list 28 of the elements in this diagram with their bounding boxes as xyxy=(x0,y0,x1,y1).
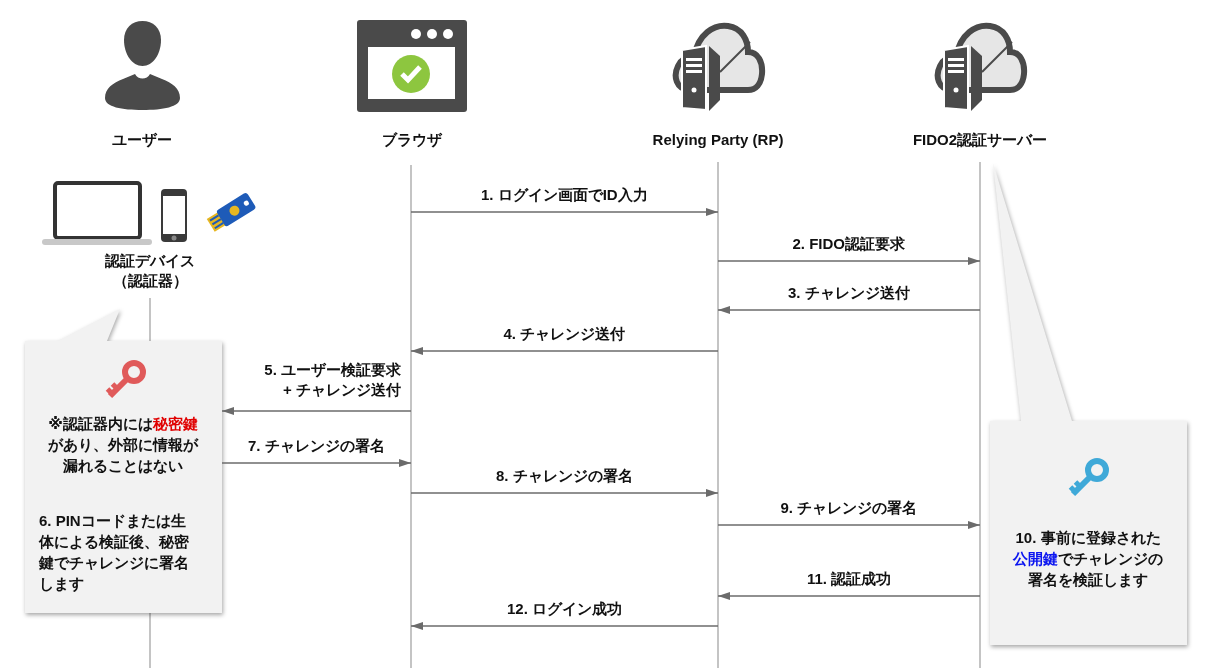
message-arrow xyxy=(717,592,981,600)
message-label: 9. チャレンジの署名 xyxy=(780,498,918,518)
message-arrow xyxy=(410,622,719,630)
message-arrow xyxy=(717,306,981,314)
message-label: 4. チャレンジ送付 xyxy=(503,324,626,344)
message-arrow xyxy=(717,521,981,529)
message-label: 2. FIDO認証要求 xyxy=(792,234,905,254)
callout-text: 6. PINコードまたは生体による検証後、秘密鍵でチャレンジに署名します xyxy=(39,511,190,594)
message-label: 3. チャレンジ送付 xyxy=(788,283,910,303)
message-arrow xyxy=(410,347,719,355)
callout-text: ※認証器内には秘密鍵があり、外部に情報が漏れることはない xyxy=(47,414,200,476)
message-arrow xyxy=(717,257,981,265)
message-label: 5. ユーザー検証要求 + チャレンジ送付 xyxy=(263,360,401,400)
participant-name: ユーザー xyxy=(111,130,173,150)
message-label: 1. ログイン画面でID入力 xyxy=(481,185,648,205)
message-arrow xyxy=(410,489,719,497)
device-label: 認証デバイス（認証器） xyxy=(104,251,196,291)
message-label: 8. チャレンジの署名 xyxy=(496,466,633,486)
participant-name: Relying Party (RP) xyxy=(651,130,785,150)
message-label: 11. 認証成功 xyxy=(807,569,892,589)
message-arrow xyxy=(410,208,719,216)
participant-name: ブラウザ xyxy=(381,130,443,150)
message-arrow xyxy=(221,459,412,467)
message-label: 12. ログイン成功 xyxy=(507,599,623,619)
message-label: 7. チャレンジの署名 xyxy=(248,436,385,456)
callout-text: 10. 事前に登録された公開鍵でチャレンジの署名を検証します xyxy=(1011,528,1164,590)
participant-name: FIDO2認証サーバー xyxy=(911,130,1049,150)
message-arrow xyxy=(221,407,412,415)
